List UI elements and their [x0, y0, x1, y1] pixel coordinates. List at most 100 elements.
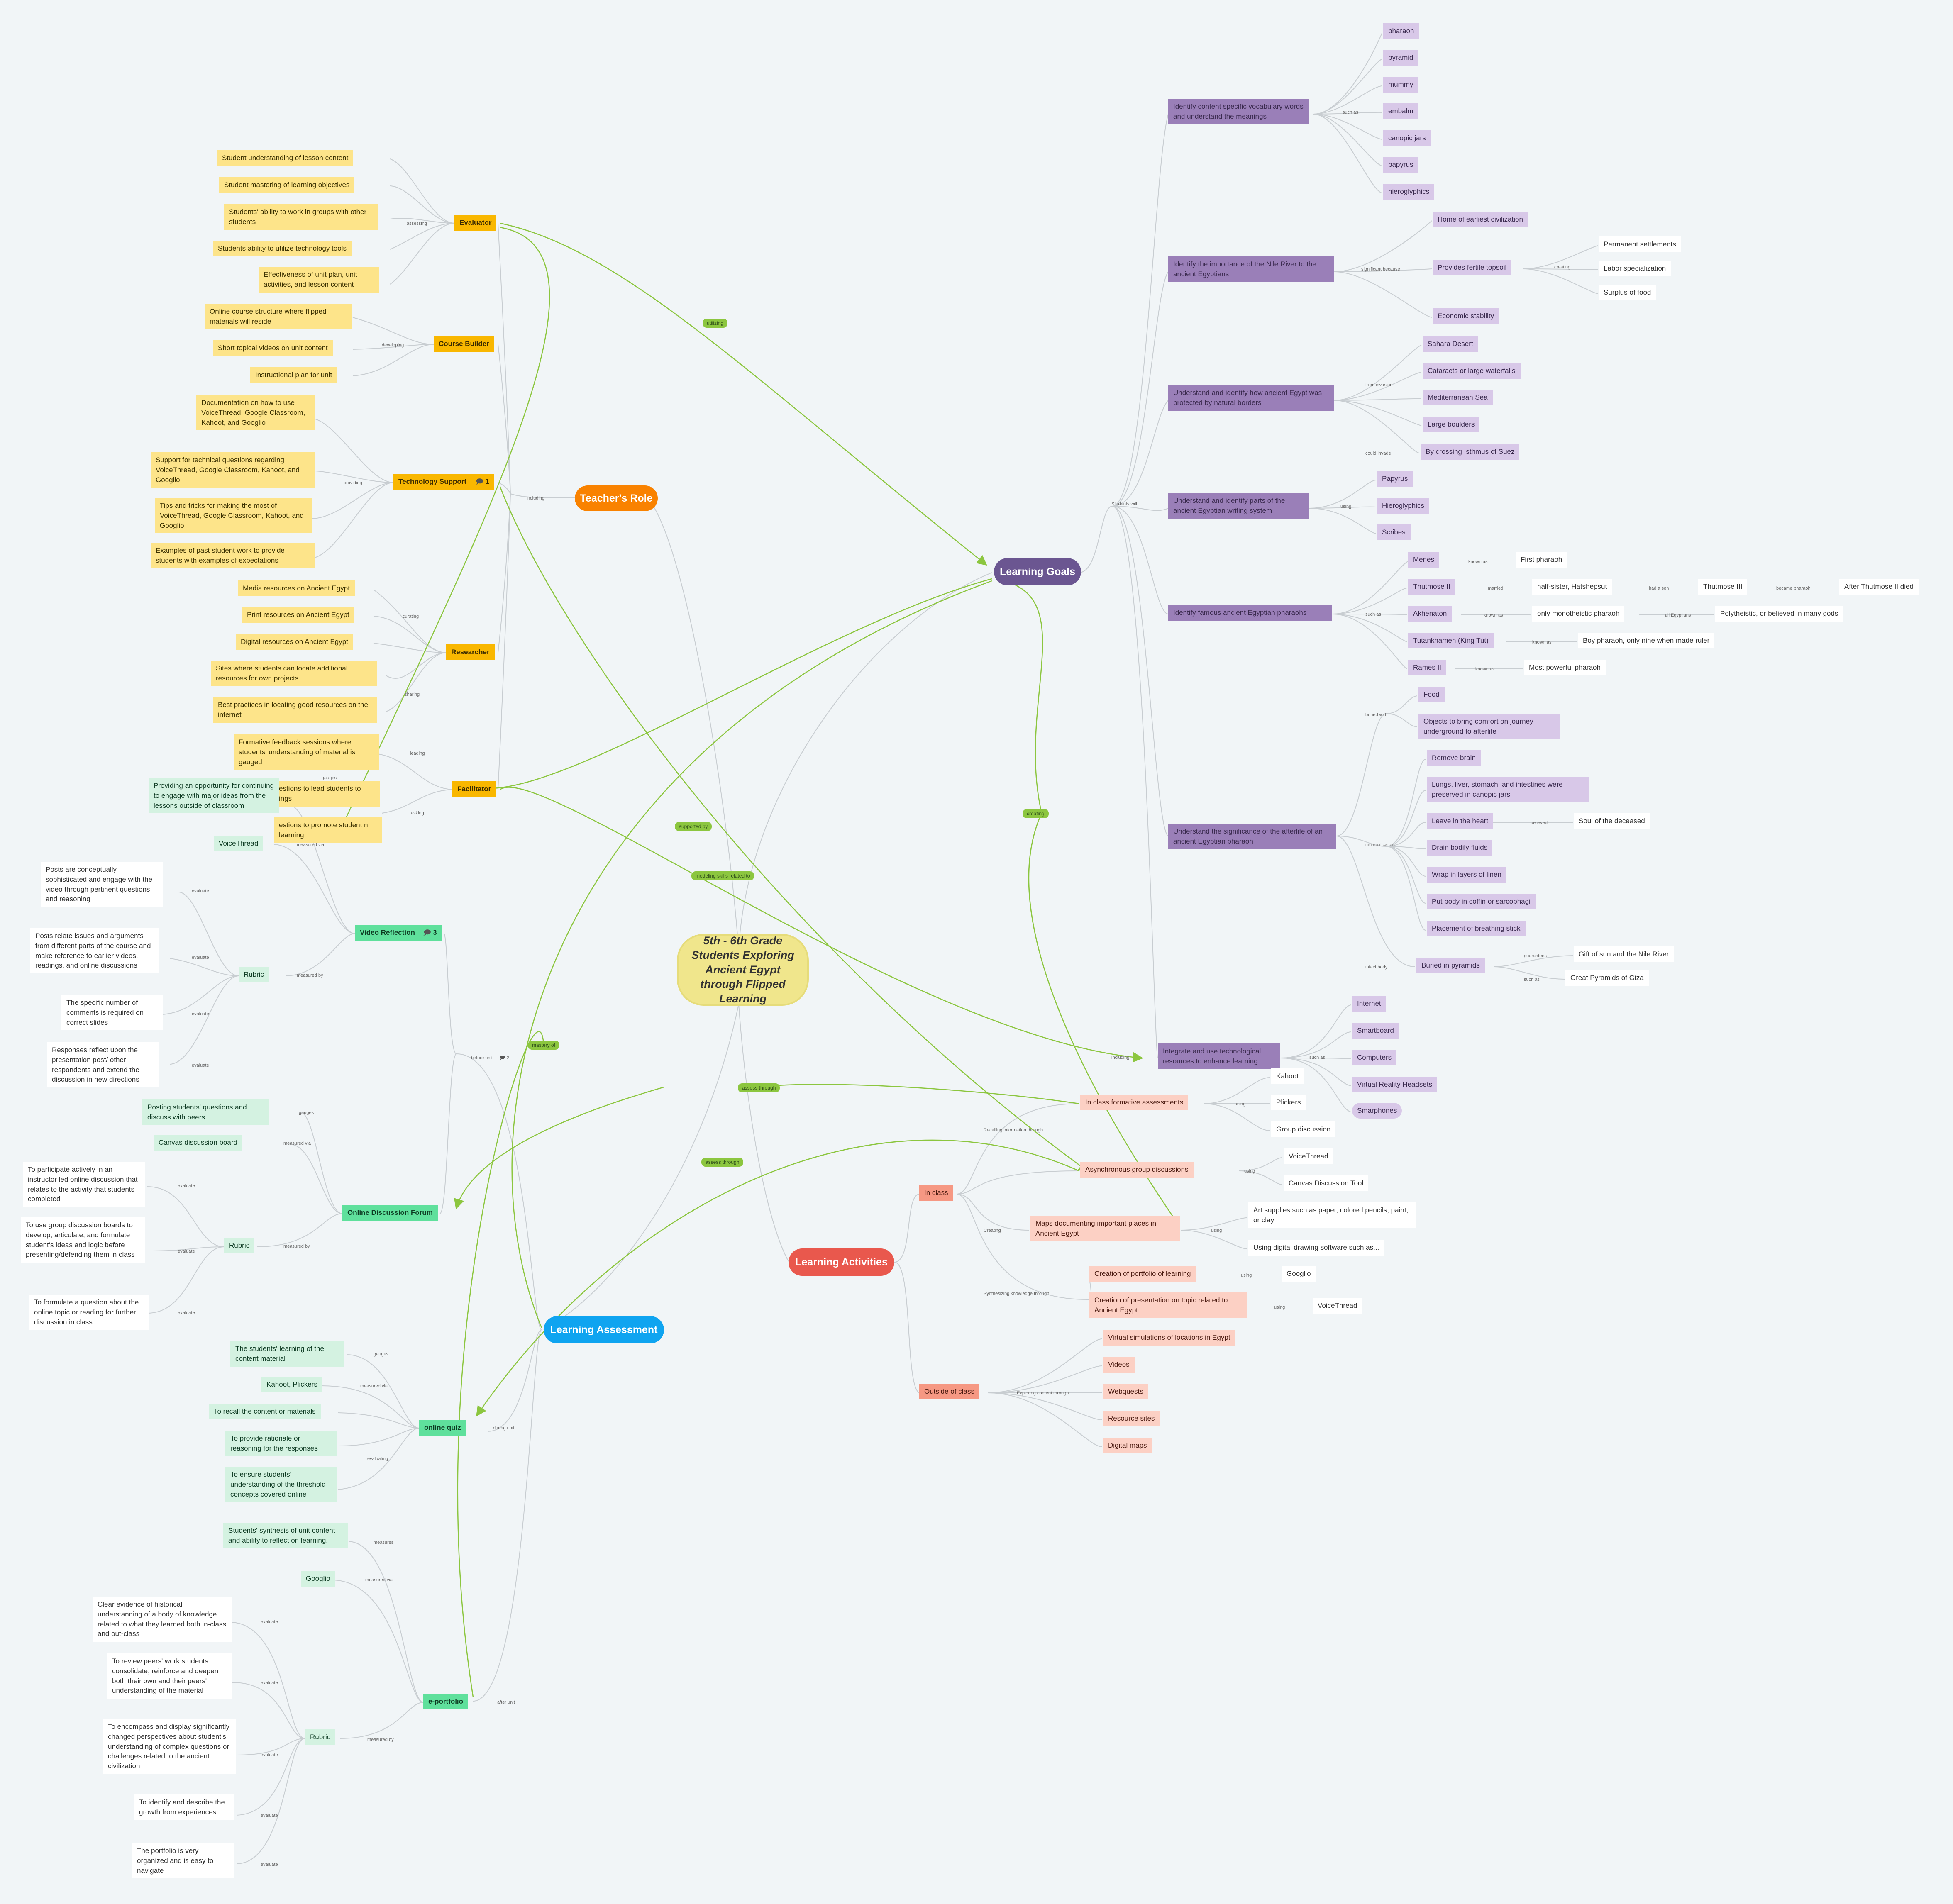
mumm-item[interactable]: Remove brain [1427, 750, 1481, 766]
nile-item[interactable]: Home of earliest civilization [1433, 212, 1528, 227]
learning-assessment-topic[interactable]: Learning Assessment [544, 1316, 664, 1343]
rames-fact[interactable]: Most powerful pharaoh [1524, 660, 1606, 675]
crosslink-assess-through-2[interactable]: assess through [701, 1158, 744, 1167]
tech-item[interactable]: Internet [1352, 996, 1386, 1012]
pharaoh-item[interactable]: Menes [1408, 552, 1440, 568]
cb-item[interactable]: Instructional plan for unit [250, 367, 337, 383]
mumm-item[interactable]: Wrap in layers of linen [1427, 867, 1506, 883]
tech-item[interactable]: Smarphones [1352, 1103, 1402, 1119]
eval-item[interactable]: Students ability to utilize technology t… [213, 241, 352, 256]
pyr-g-fact[interactable]: Gift of sun and the Nile River [1574, 946, 1674, 962]
vocab-item[interactable]: pharaoh [1383, 23, 1419, 39]
maps-tool[interactable]: Using digital drawing software such as..… [1248, 1240, 1384, 1256]
port-rubric-item[interactable]: Clear evidence of historical understandi… [93, 1597, 232, 1642]
vr-rubric-item[interactable]: Responses reflect upon the presentation … [47, 1042, 159, 1088]
maps-tool[interactable]: Art supplies such as paper, colored penc… [1248, 1202, 1416, 1228]
vr-rubric-item[interactable]: Posts are conceptually sophisticated and… [41, 862, 163, 907]
crosslink-utilizing[interactable]: utilizing [703, 319, 728, 328]
crosslink-supported-by[interactable]: supported by [675, 822, 712, 831]
mumm-item[interactable]: Placement of breathing stick [1427, 921, 1526, 936]
ts-item[interactable]: Tips and tricks for making the most of V… [155, 498, 312, 534]
role-facilitator[interactable]: Facilitator [452, 781, 496, 797]
forum-rubric-item[interactable]: To use group discussion boards to develo… [21, 1217, 145, 1263]
tech-item[interactable]: Virtual Reality Headsets [1352, 1077, 1438, 1092]
border-item[interactable]: Sahara Desert [1423, 336, 1478, 352]
outside-item[interactable]: Videos [1103, 1357, 1135, 1373]
outside-item[interactable]: Resource sites [1103, 1411, 1160, 1426]
quiz-eval-item[interactable]: To recall the content or materials [209, 1404, 321, 1419]
eval-item[interactable]: Student mastering of learning objectives [219, 177, 355, 193]
crosslink-modeling-skills[interactable]: modeling skills related to [691, 871, 754, 880]
eval-item[interactable]: Student understanding of lesson content [217, 150, 354, 166]
topsoil-item[interactable]: Permanent settlements [1599, 236, 1681, 252]
writing-item[interactable]: Scribes [1377, 524, 1411, 540]
mumm-item[interactable]: Leave in the heart [1427, 813, 1494, 829]
fac-ask-item[interactable]: estions to promote student n learning [274, 817, 382, 843]
tech-item[interactable]: Smartboard [1352, 1023, 1399, 1039]
vr-rubric[interactable]: Rubric [239, 967, 269, 982]
presentation-tool[interactable]: VoiceThread [1313, 1298, 1362, 1314]
activity-in-class[interactable]: In class [919, 1185, 953, 1201]
vr-tool[interactable]: VoiceThread [214, 836, 264, 851]
activity-presentation[interactable]: Creation of presentation on topic relate… [1089, 1292, 1247, 1318]
async-tool[interactable]: Canvas Discussion Tool [1284, 1175, 1369, 1191]
topsoil-item[interactable]: Surplus of food [1599, 285, 1656, 300]
port-rubric[interactable]: Rubric [305, 1729, 336, 1745]
learning-activities-topic[interactable]: Learning Activities [789, 1248, 894, 1276]
cb-item[interactable]: Short topical videos on unit content [213, 340, 333, 356]
thut3-fact[interactable]: Thutmose III [1698, 579, 1748, 595]
res-curating-item[interactable]: Print resources on Ancient Egypt [242, 607, 354, 623]
buried-item[interactable]: Objects to bring comfort on journey unde… [1418, 714, 1560, 739]
thut-fact[interactable]: half-sister, Hatshepsut [1532, 579, 1612, 595]
e-portfolio[interactable]: e-portfolio [423, 1694, 469, 1709]
res-sharing-item[interactable]: Best practices in locating good resource… [213, 697, 377, 723]
forum-rubric-item[interactable]: To participate actively in an instructor… [23, 1162, 145, 1207]
quiz-eval-item[interactable]: To provide rationale or reasoning for th… [225, 1431, 337, 1456]
vr-gauges-item[interactable]: Providing an opportunity for continuing … [149, 778, 279, 814]
portfolio-tool[interactable]: Googlio [1282, 1266, 1316, 1282]
thut3-after[interactable]: After Thutmose II died [1839, 579, 1919, 595]
root-topic[interactable]: 5th - 6th Grade Students Exploring Ancie… [679, 934, 807, 1005]
forum-gauges-item[interactable]: Posting students' questions and discuss … [142, 1099, 269, 1125]
topsoil-item[interactable]: Labor specialization [1599, 261, 1671, 276]
pharaoh-item[interactable]: Rames II [1408, 660, 1447, 675]
vocab-item[interactable]: mummy [1383, 77, 1418, 93]
goal-borders[interactable]: Understand and identify how ancient Egyp… [1168, 385, 1334, 411]
vocab-item[interactable]: papyrus [1383, 157, 1418, 173]
goal-technology[interactable]: Integrate and use technological resource… [1158, 1043, 1280, 1069]
online-quiz[interactable]: online quiz [419, 1420, 466, 1436]
pyr-s-fact[interactable]: Great Pyramids of Giza [1565, 970, 1649, 986]
border-item[interactable]: Large boulders [1423, 417, 1480, 432]
pharaoh-item[interactable]: Akhenaton [1408, 606, 1452, 622]
akh-fact[interactable]: only monotheistic pharaoh [1532, 606, 1625, 622]
ts-item[interactable]: Support for technical questions regardin… [151, 452, 315, 488]
crosslink-mastery-of[interactable]: mastery of [528, 1041, 560, 1050]
crosslink-creating[interactable]: creating [1023, 809, 1049, 818]
goal-vocabulary[interactable]: Identify content specific vocabulary wor… [1168, 99, 1309, 124]
port-tool[interactable]: Googlio [301, 1571, 335, 1587]
res-curating-item[interactable]: Media resources on Ancient Egypt [238, 580, 355, 596]
role-course-builder[interactable]: Course Builder [434, 336, 494, 352]
formative-tool[interactable]: Plickers [1271, 1095, 1306, 1110]
vocab-item[interactable]: hieroglyphics [1383, 184, 1435, 200]
quiz-gauges-item[interactable]: The students' learning of the content ma… [230, 1341, 344, 1367]
writing-item[interactable]: Hieroglyphics [1377, 498, 1430, 514]
goal-pharaohs[interactable]: Identify famous ancient Egyptian pharaoh… [1168, 605, 1332, 621]
outside-item[interactable]: Webquests [1103, 1384, 1148, 1399]
port-rubric-item[interactable]: The portfolio is very organized and is e… [132, 1843, 234, 1879]
mumm-item[interactable]: Lungs, liver, stomach, and intestines we… [1427, 777, 1589, 802]
vocab-item[interactable]: embalm [1383, 103, 1418, 119]
pharaoh-item[interactable]: Thutmose II [1408, 579, 1455, 595]
eval-item[interactable]: Students' ability to work in groups with… [224, 204, 378, 230]
heart-fact[interactable]: Soul of the deceased [1574, 813, 1650, 829]
forum-rubric-item[interactable]: To formulate a question about the online… [29, 1295, 149, 1330]
pyramid-burial[interactable]: Buried in pyramids [1416, 958, 1485, 973]
border-item[interactable]: Mediterranean Sea [1423, 390, 1493, 405]
role-researcher[interactable]: Researcher [446, 644, 495, 660]
online-discussion-forum[interactable]: Online Discussion Forum [342, 1205, 438, 1221]
vocab-item[interactable]: pyramid [1383, 50, 1418, 66]
mumm-item[interactable]: Put body in coffin or sarcophagi [1427, 894, 1536, 909]
pharaoh-item[interactable]: Tutankhamen (King Tut) [1408, 633, 1494, 648]
quiz-eval-item[interactable]: To ensure students' understanding of the… [225, 1467, 337, 1502]
goal-nile[interactable]: Identify the importance of the Nile Rive… [1168, 256, 1334, 282]
